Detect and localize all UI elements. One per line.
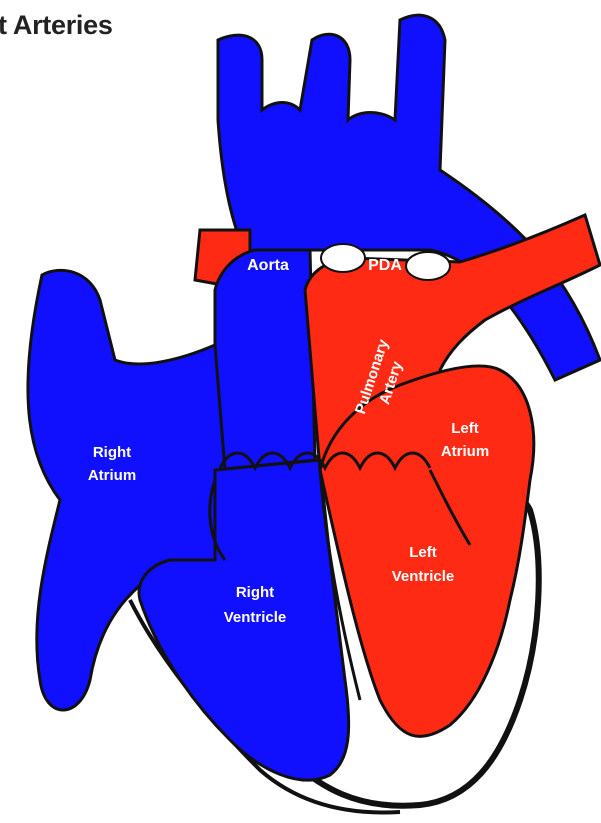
label-left-atrium-line1: Left (451, 420, 479, 437)
label-right-ventricle-line2: Ventricle (224, 609, 287, 626)
aorta-column (215, 250, 315, 470)
label-right-atrium-line1: Right (93, 444, 131, 461)
label-right-ventricle-line1: Right (236, 584, 274, 601)
label-aorta: Aorta (247, 257, 289, 274)
pda-opening-right (406, 252, 450, 280)
pda-opening-left (321, 244, 365, 272)
label-left-atrium-line2: Atrium (441, 443, 489, 460)
label-left-ventricle-line1: Left (409, 544, 437, 561)
label-right-atrium-line2: Atrium (88, 467, 136, 484)
label-left-ventricle-line2: Ventricle (392, 568, 455, 585)
label-pda: PDA (368, 257, 402, 274)
